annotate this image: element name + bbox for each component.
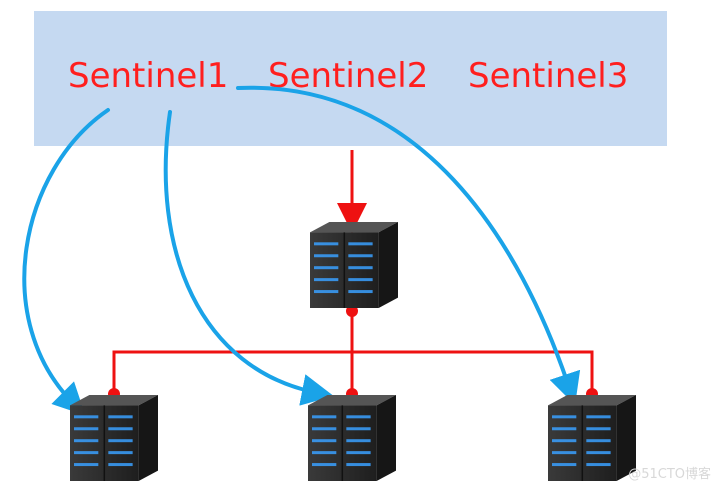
master-server-icon <box>310 222 398 308</box>
replica-1-server-icon <box>70 395 158 481</box>
monitor-arrow-replica-3 <box>236 85 581 406</box>
sentinel-group-box <box>34 11 667 146</box>
monitor-arrow-replica-2 <box>163 110 334 406</box>
watermark-text: @51CTO博客 <box>628 467 711 482</box>
monitor-arrows <box>22 85 581 416</box>
monitor-arrow-replica-1 <box>22 108 110 416</box>
replica-2-server-icon <box>308 395 396 481</box>
replica-bus-line <box>112 350 594 394</box>
replica-3-server-icon <box>548 395 636 481</box>
sentinel-3-label: Sentinel3 <box>468 56 629 96</box>
sentinel-1-label: Sentinel1 <box>68 56 229 96</box>
